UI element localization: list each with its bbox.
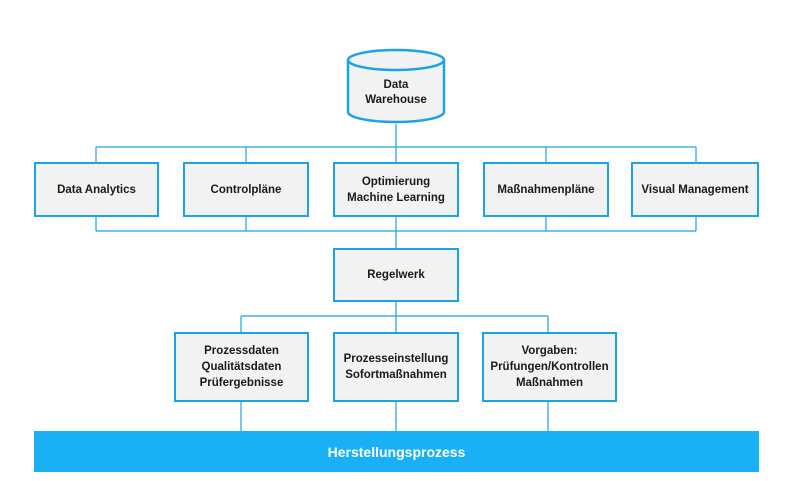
- box-regelwerk: Regelwerk: [333, 248, 459, 302]
- box-optimierung: Optimierung Machine Learning: [333, 162, 459, 217]
- box-visual-management: Visual Management: [631, 162, 759, 217]
- box-massnahmenplaene: Maßnahmenpläne: [483, 162, 609, 217]
- box-controlplaene: Controlpläne: [183, 162, 309, 217]
- box-data-analytics: Data Analytics: [34, 162, 159, 217]
- data-warehouse-label: Data Warehouse: [365, 79, 427, 106]
- process-bar: Herstellungsprozess: [34, 431, 759, 472]
- box-vorgaben: Vorgaben: Prüfungen/Kontrollen Maßnahmen: [482, 332, 617, 402]
- process-bar-label: Herstellungsprozess: [327, 443, 466, 460]
- box-prozessdaten: Prozessdaten Qualitätsdaten Prüfergebnis…: [174, 332, 309, 402]
- database-icon: [346, 48, 446, 124]
- box-prozesseinstellung: Prozesseinstellung Sofortmaßnahmen: [333, 332, 459, 402]
